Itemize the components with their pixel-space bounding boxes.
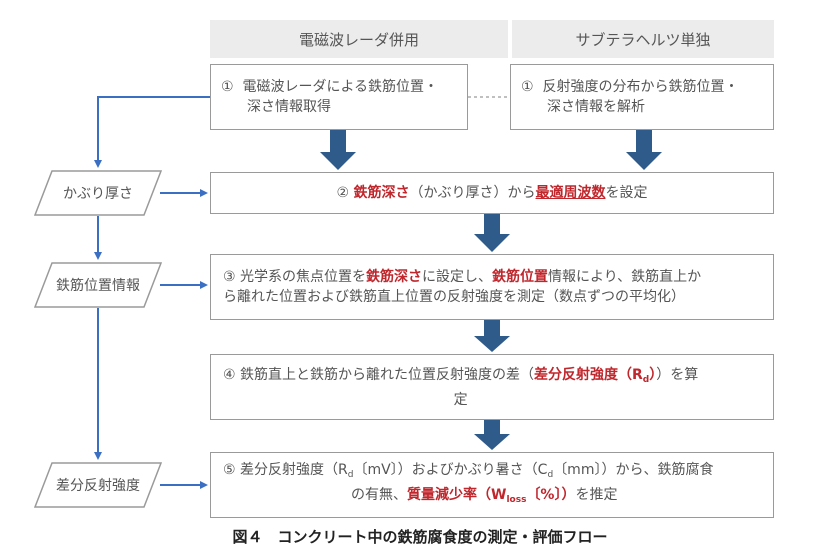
header-right: サブテラヘルツ単独 <box>512 20 774 58</box>
step4-diff-reflection-end: ） <box>649 366 657 383</box>
step4-diff-reflection-sub: d <box>642 374 650 385</box>
step5-num: ⑤ <box>223 462 236 478</box>
step4-diff-reflection: 差分反射強度（Rd） <box>534 366 657 385</box>
input-cover-thickness: かぶり厚さ <box>34 170 162 216</box>
step3-num: ③ <box>223 269 236 285</box>
header-left-label: 電磁波レーダ併用 <box>298 30 419 49</box>
step5-text1: 差分反射強度（R <box>240 462 348 478</box>
step3-text3: 情報により、鉄筋直上か <box>548 269 702 285</box>
parallelogram-shape <box>34 262 162 308</box>
input-rebar-position: 鉄筋位置情報 <box>34 262 162 308</box>
step5-mass-loss-label: 質量減少率（W <box>407 487 507 503</box>
step4-text1: 鉄筋直上と鉄筋から離れた位置反射強度の差（ <box>240 366 535 383</box>
down-arrow-icon <box>474 320 510 352</box>
parallelogram-shape <box>34 462 162 508</box>
step2-text1: （かぶり厚さ）から <box>409 185 536 201</box>
step2-text2: を設定 <box>605 185 648 201</box>
step3-text1: 光学系の焦点位置を <box>240 269 367 285</box>
header-right-label: サブテラヘルツ単独 <box>575 30 711 49</box>
step1-right-line1: 反射強度の分布から鉄筋位置・ <box>542 79 739 95</box>
step5-box: ⑤ 差分反射強度（Rd〔mV〕）およびかぶり暑さ（Cd〔mm〕）から、鉄筋腐食 … <box>210 452 774 518</box>
step2-optimal-frequency: 最適周波数 <box>535 185 606 201</box>
step4-text2: ）を算 <box>656 366 699 383</box>
step4-line2: 定 <box>453 391 468 408</box>
step5-line2a: の有無、 <box>351 487 407 503</box>
down-arrow-icon <box>474 214 510 252</box>
down-arrow-icon <box>474 420 510 450</box>
step2-box: ② 鉄筋深さ（かぶり厚さ）から最適周波数を設定 <box>210 172 774 214</box>
input-rebar-position-label: 鉄筋位置情報 <box>56 278 140 294</box>
connector-step1-to-side <box>94 96 210 168</box>
step4-box: ④ 鉄筋直上と鉄筋から離れた位置反射強度の差（差分反射強度（Rd））を算 定 <box>210 354 774 420</box>
step4-num: ④ <box>223 366 236 383</box>
input-diff-reflection: 差分反射強度 <box>34 462 162 508</box>
step3-rebar-position: 鉄筋位置 <box>492 269 549 285</box>
step3-line2: ら離れた位置および鉄筋直上位置の反射強度を測定（数点ずつの平均化） <box>223 289 685 305</box>
step5-text1-sub: d <box>347 470 354 480</box>
step1-left-num: ① <box>221 79 234 95</box>
step1-right-line2: 深さ情報を解析 <box>547 99 645 115</box>
step3-rebar-depth: 鉄筋深さ <box>366 269 423 285</box>
step3-box: ③ 光学系の焦点位置を鉄筋深さに設定し、鉄筋位置情報により、鉄筋直上か ら離れた… <box>210 254 774 320</box>
step5-mass-loss: 質量減少率（Wloss〔%〕） <box>407 487 576 505</box>
step5-text2-sub: d <box>547 470 554 480</box>
step2-rebar-depth: 鉄筋深さ <box>353 185 410 201</box>
step5-mass-loss-end: 〔%〕） <box>526 487 576 503</box>
step1-left-box: ① 電磁波レーダによる鉄筋位置・ 深さ情報取得 <box>210 64 468 130</box>
step4-diff-reflection-label: 差分反射強度（R <box>534 366 643 383</box>
parallelogram-shape <box>34 170 162 216</box>
input-cover-thickness-label: かぶり厚さ <box>63 186 133 202</box>
step3-text2: に設定し、 <box>422 269 493 285</box>
down-arrow-icon <box>626 130 662 170</box>
figure-caption: 図４ コンクリート中の鉄筋腐食度の測定・評価フロー <box>232 528 608 546</box>
header-left: 電磁波レーダ併用 <box>210 20 508 58</box>
step5-mass-loss-sub: loss <box>506 495 527 505</box>
step5-text2: 〔mV〕）およびかぶり暑さ（C <box>353 462 548 478</box>
step1-left-line1: 電磁波レーダによる鉄筋位置・ <box>242 79 439 95</box>
step2-num: ② <box>336 185 350 201</box>
input-diff-reflection-label: 差分反射強度 <box>56 478 140 494</box>
step5-text3: 〔mm〕）から、鉄筋腐食 <box>553 462 714 478</box>
step1-left-line2: 深さ情報取得 <box>247 99 331 115</box>
step5-line2b: を推定 <box>575 487 618 503</box>
step1-right-num: ① <box>521 79 534 95</box>
step1-right-box: ① 反射強度の分布から鉄筋位置・ 深さ情報を解析 <box>510 64 774 130</box>
down-arrow-icon <box>320 130 356 170</box>
